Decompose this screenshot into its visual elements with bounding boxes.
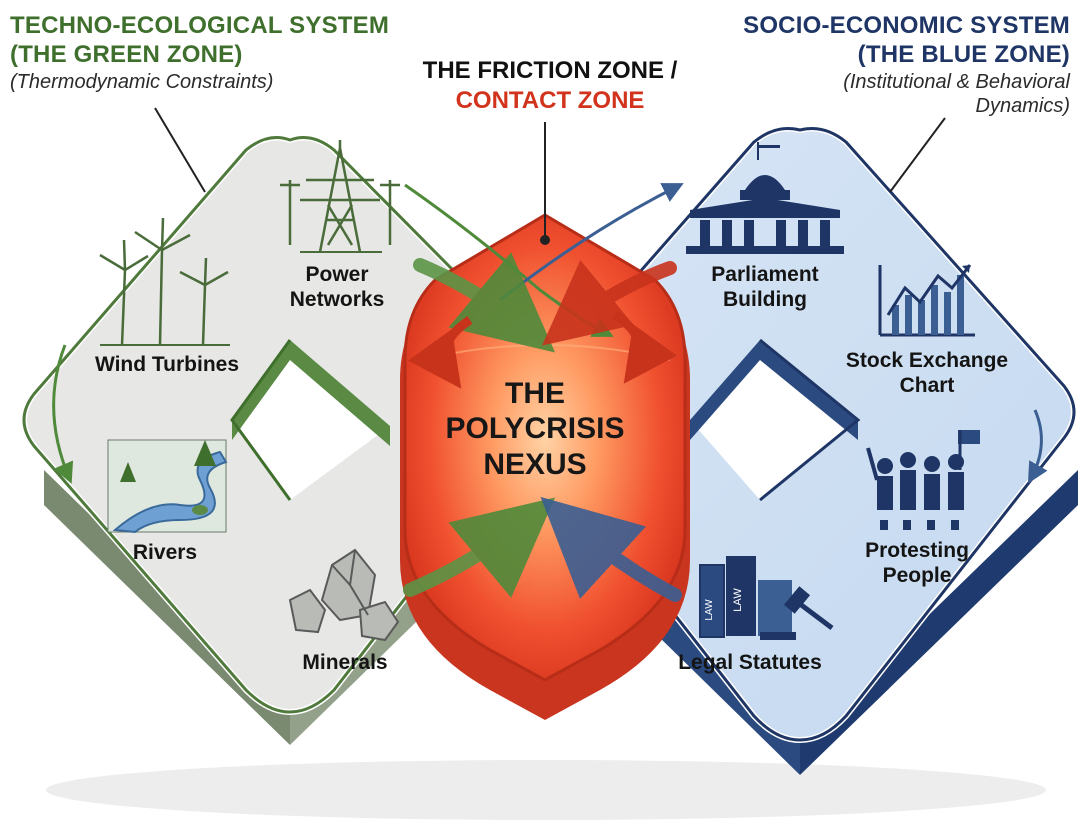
green-zone-subtitle: (Thermodynamic Constraints) [10, 70, 274, 93]
wind-turbines-icon [99, 217, 230, 346]
parliament-building-label: Parliament Building [711, 263, 819, 312]
friction-leader-dot [540, 235, 550, 245]
green-zone-title-line2: (THE GREEN ZONE) [10, 40, 243, 68]
river-icon [107, 439, 228, 534]
nexus-swirl-left-arrow [407, 316, 473, 389]
polycrisis-nexus-label: THE POLYCRISIS NEXUS [445, 377, 625, 481]
green-inflow-arrow-bottom [403, 497, 556, 598]
blue-inflow-arrow-bottom [540, 496, 682, 602]
law-book-spine-label: LAW [732, 588, 744, 612]
friction-zone-header: THE FRICTION ZONE / CONTACT ZONE [400, 56, 700, 116]
stock-chart-icon [878, 264, 975, 337]
stock-exchange-chart-label: Stock Exchange Chart [845, 349, 1009, 398]
rivers-label: Rivers [132, 541, 198, 564]
nexus-swirl-right-arrow [612, 311, 678, 384]
blue-zone-header: SOCIO-ECONOMIC SYSTEM (THE BLUE ZONE) (I… [743, 12, 1070, 118]
minerals-label: Minerals [302, 651, 388, 674]
minerals-icon [288, 548, 400, 642]
green-zone-title-line1: TECHNO-ECOLOGICAL SYSTEM [10, 12, 390, 39]
green-inflow-arrow-top [413, 252, 556, 353]
legal-statutes-label: Legal Statutes [678, 651, 822, 674]
parliament-icon [686, 142, 844, 254]
blue-inflow-arrow-top [541, 259, 677, 346]
blue-header-leader-line [889, 117, 946, 193]
power-pylon-icon [280, 140, 400, 253]
blue-cycle-arrow [1027, 409, 1048, 484]
blue-zone-title-line1: SOCIO-ECONOMIC SYSTEM [743, 12, 1070, 39]
ground-shadow [46, 760, 1046, 820]
power-networks-label: Power Networks [289, 263, 385, 312]
green-header-leader-line [154, 107, 206, 193]
blue-zone-subtitle-line2: Dynamics) [975, 94, 1070, 117]
protesters-icon [866, 430, 980, 530]
blue-zone-subtitle-line1: (Institutional & Behavioral [843, 70, 1070, 93]
law-book-spine-label: LAW [704, 599, 715, 621]
law-books-gavel-icon: LAW LAW [699, 556, 834, 640]
blue-zone-title-line2: (THE BLUE ZONE) [857, 40, 1070, 68]
contact-zone-title: CONTACT ZONE [455, 87, 645, 114]
green-zone-header: TECHNO-ECOLOGICAL SYSTEM (THE GREEN ZONE… [10, 12, 389, 94]
wind-turbines-label: Wind Turbines [94, 353, 240, 376]
protesting-people-label: Protesting People [865, 539, 969, 588]
green-cycle-arrow [52, 344, 74, 484]
friction-zone-title: THE FRICTION ZONE / [422, 57, 678, 84]
